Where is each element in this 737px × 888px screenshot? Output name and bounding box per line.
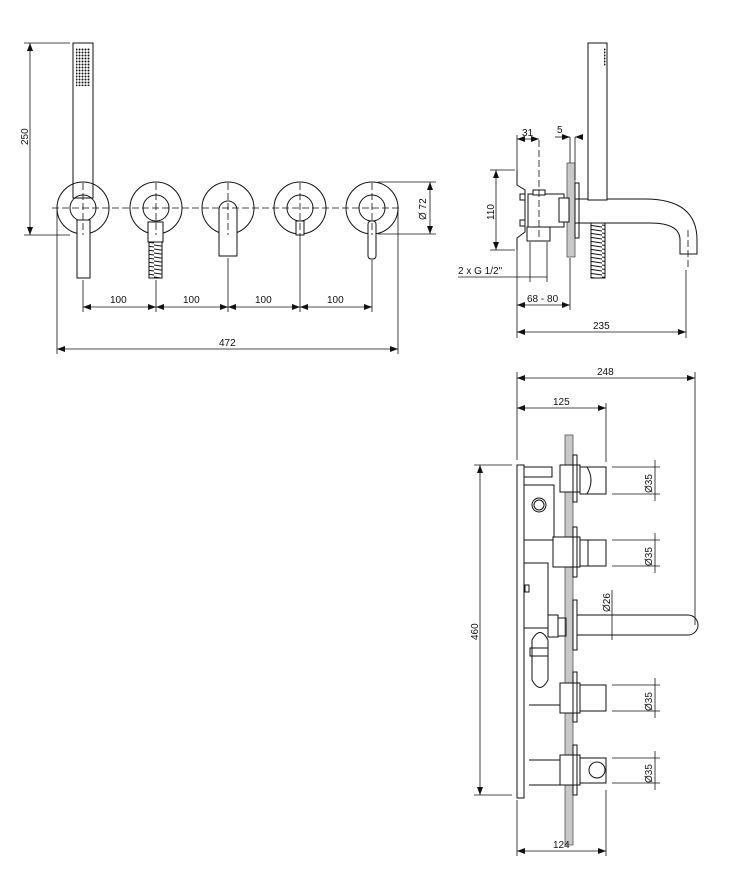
dim-spacing-2: 100 — [183, 295, 200, 306]
dim-68-80: 68 - 80 — [527, 294, 559, 305]
dim-235: 235 — [593, 321, 610, 332]
dim-460: 460 — [470, 623, 481, 640]
dim-248: 248 — [597, 367, 614, 378]
dim-diameter-35-2: Ø35 — [644, 547, 655, 566]
shower-nozzles — [76, 48, 90, 86]
dim-124: 124 — [553, 840, 570, 851]
dim-125: 125 — [553, 397, 570, 408]
dim-diameter-35-3: Ø35 — [644, 692, 655, 711]
spout-side — [575, 198, 698, 255]
top-handle-2 — [552, 526, 607, 578]
top-view: 248 125 460 Ø35 Ø35 Ø35 Ø35 Ø26 124 — [470, 367, 699, 856]
top-handle-4 — [559, 671, 607, 723]
front-view: 250 Ø 72 100 100 100 100 472 — [20, 42, 436, 354]
connection-label: 2 x G 1/2" — [458, 266, 503, 277]
dim-diameter-72: Ø 72 — [418, 198, 429, 220]
dim-250: 250 — [20, 128, 31, 145]
dim-110: 110 — [486, 204, 497, 220]
back-plate — [516, 464, 525, 799]
dim-spacing-1: 100 — [110, 295, 127, 306]
dim-diameter-35-4: Ø35 — [644, 764, 655, 783]
dim-diameter-35-1: Ø35 — [644, 474, 655, 493]
dim-spacing-3: 100 — [255, 295, 272, 306]
dim-472: 472 — [219, 338, 236, 349]
dim-spacing-4: 100 — [327, 295, 344, 306]
dim-diameter-35-group: Ø35 Ø35 Ø35 Ø35 — [612, 460, 660, 790]
mounting-bracket — [516, 170, 526, 250]
dim-5: 5 — [557, 125, 563, 136]
dim-31: 31 — [522, 128, 534, 139]
top-handle-1 — [559, 454, 607, 503]
hand-shower-side — [587, 42, 608, 201]
handle-units — [56, 181, 399, 279]
side-view: 31 5 110 2 x G 1/2" 68 - 80 235 — [458, 42, 698, 338]
top-handle-5 — [559, 744, 607, 796]
dim-diameter-26: Ø26 — [602, 593, 613, 612]
top-handle-3 — [572, 599, 699, 651]
